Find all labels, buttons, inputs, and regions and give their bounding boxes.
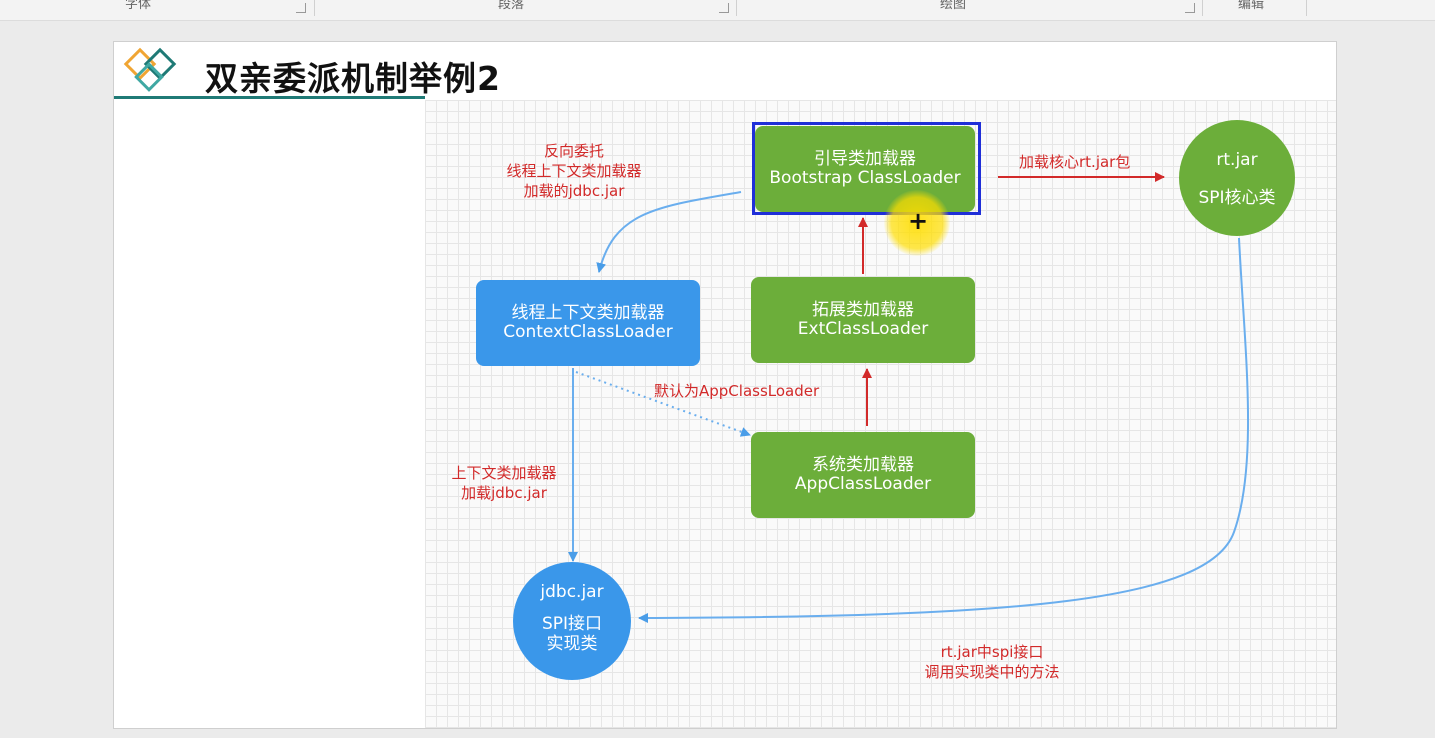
crosshair-cursor-icon: +	[908, 207, 929, 235]
ribbon-group-font: 字体	[0, 0, 315, 18]
label-line: 线程上下文类加载器	[506, 162, 642, 180]
reverse-delegation-label: 反向委托 线程上下文类加载器 加载的jdbc.jar	[494, 141, 654, 201]
rt-jar-node[interactable]: rt.jar SPI核心类	[1179, 120, 1295, 236]
node-label: 拓展类加载器	[812, 300, 914, 320]
node-label: Bootstrap ClassLoader	[769, 168, 961, 188]
cursor-highlight	[884, 190, 950, 256]
slide-canvas[interactable]: 双亲委派机制举例2 引导类加载器 Bootstrap ClassLoader	[113, 41, 1337, 729]
label-line: rt.jar中spi接口	[940, 643, 1044, 661]
arrow-reverse-delegation	[596, 191, 742, 273]
node-label: jdbc.jar	[540, 582, 604, 602]
label-line: 调用实现类中的方法	[924, 663, 1060, 681]
ribbon-label-drawing: 绘图	[940, 0, 967, 12]
font-dialog-launcher-icon[interactable]	[296, 3, 306, 13]
diamond-logo-icon	[123, 47, 177, 92]
ribbon-group-editing: 编辑	[1203, 0, 1307, 18]
ribbon-separator	[314, 0, 315, 16]
node-label: rt.jar	[1216, 150, 1258, 170]
ribbon-separator	[1202, 0, 1203, 16]
context-classloader-node[interactable]: 线程上下文类加载器 ContextClassLoader	[476, 280, 700, 366]
arrow-rt-to-jdbc	[638, 237, 1250, 623]
ribbon-separator	[736, 0, 737, 16]
rt-spi-label: rt.jar中spi接口 调用实现类中的方法	[906, 642, 1078, 682]
node-label: ContextClassLoader	[503, 322, 673, 342]
label-line: 反向委托	[543, 142, 604, 160]
app-classloader-node[interactable]: 系统类加载器 AppClassLoader	[751, 432, 975, 518]
default-app-label: 默认为AppClassLoader	[654, 382, 820, 400]
title-underline	[114, 96, 425, 99]
selection-frame[interactable]	[752, 122, 981, 215]
paragraph-dialog-launcher-icon[interactable]	[719, 3, 729, 13]
node-label: SPI核心类	[1198, 188, 1276, 208]
ribbon-separator	[1306, 0, 1307, 16]
ribbon-group-labels: 字体 段落 绘图 编辑	[0, 0, 1435, 21]
node-label: 系统类加载器	[812, 455, 914, 475]
drawing-dialog-launcher-icon[interactable]	[1185, 3, 1195, 13]
ribbon-label-font: 字体	[125, 0, 152, 12]
node-label: 实现类	[546, 634, 598, 654]
node-label: 线程上下文类加载器	[511, 303, 665, 323]
load-rt-label: 加载核心rt.jar包	[1019, 153, 1131, 171]
jdbc-jar-node[interactable]: jdbc.jar SPI接口 实现类	[513, 562, 631, 680]
label-line: 加载的jdbc.jar	[523, 182, 625, 200]
label-line: 加载jdbc.jar	[461, 484, 547, 502]
ext-classloader-node[interactable]: 拓展类加载器 ExtClassLoader	[751, 277, 975, 363]
diagram-connectors	[568, 172, 1250, 623]
node-label: ExtClassLoader	[797, 319, 929, 339]
ribbon-label-paragraph: 段落	[498, 0, 525, 12]
context-load-label: 上下文类加载器 加载jdbc.jar	[444, 463, 564, 503]
node-label: 引导类加载器	[814, 149, 916, 169]
ribbon-group-paragraph: 段落	[315, 0, 736, 18]
ribbon-group-drawing: 绘图	[737, 0, 1202, 18]
ribbon-label-editing: 编辑	[1238, 0, 1265, 12]
label-line: 上下文类加载器	[451, 464, 557, 482]
arrow-context-default-app	[575, 371, 751, 437]
slide-title: 双亲委派机制举例2	[205, 59, 501, 98]
node-label: SPI接口	[541, 614, 603, 634]
node-label: AppClassLoader	[794, 474, 932, 494]
